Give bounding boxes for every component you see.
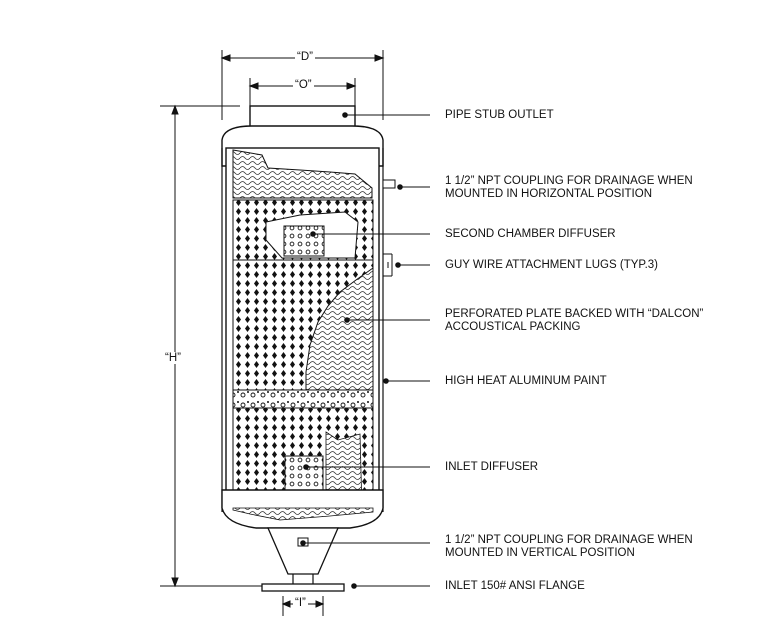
- callout-coupling-vertical: 1 1/2” NPT COUPLING FOR DRAINAGE WHEN MO…: [445, 534, 693, 559]
- inlet-flange: [261, 583, 345, 592]
- callout-perforated-plate: PERFORATED PLATE BACKED WITH “DALCON” AC…: [445, 308, 704, 333]
- dimension-o: [248, 78, 357, 106]
- callout-pipe-stub-outlet: PIPE STUB OUTLET: [445, 109, 554, 121]
- dimension-h-label: “H”: [163, 352, 183, 364]
- callout-guy-wire-lugs: GUY WIRE ATTACHMENT LUGS (TYP.3): [445, 259, 658, 271]
- coupling-horizontal: [382, 179, 396, 189]
- pipe-stub-outlet: [249, 105, 356, 129]
- dimension-i-label: “I”: [293, 597, 308, 609]
- bottom-cone: [267, 527, 339, 575]
- upper-packing: [232, 149, 373, 199]
- callout-coupling-horizontal: 1 1/2” NPT COUPLING FOR DRAINAGE WHEN MO…: [445, 175, 693, 200]
- dimension-i: [281, 596, 325, 616]
- callout-aluminum-paint: HIGH HEAT ALUMINUM PAINT: [445, 375, 607, 387]
- callout-inlet-flange: INLET 150# ANSI FLANGE: [445, 580, 585, 592]
- dimension-d-label: “D”: [295, 51, 315, 63]
- callout-second-chamber-diffuser: SECOND CHAMBER DIFFUSER: [445, 228, 616, 240]
- dimension-o-label: “O”: [293, 79, 314, 91]
- leader-lines: [300, 112, 430, 589]
- callout-inlet-diffuser: INLET DIFFUSER: [445, 461, 539, 473]
- dimension-h: [160, 104, 262, 588]
- middle-ring-band: [232, 389, 374, 409]
- guy-wire-lug: [383, 253, 393, 277]
